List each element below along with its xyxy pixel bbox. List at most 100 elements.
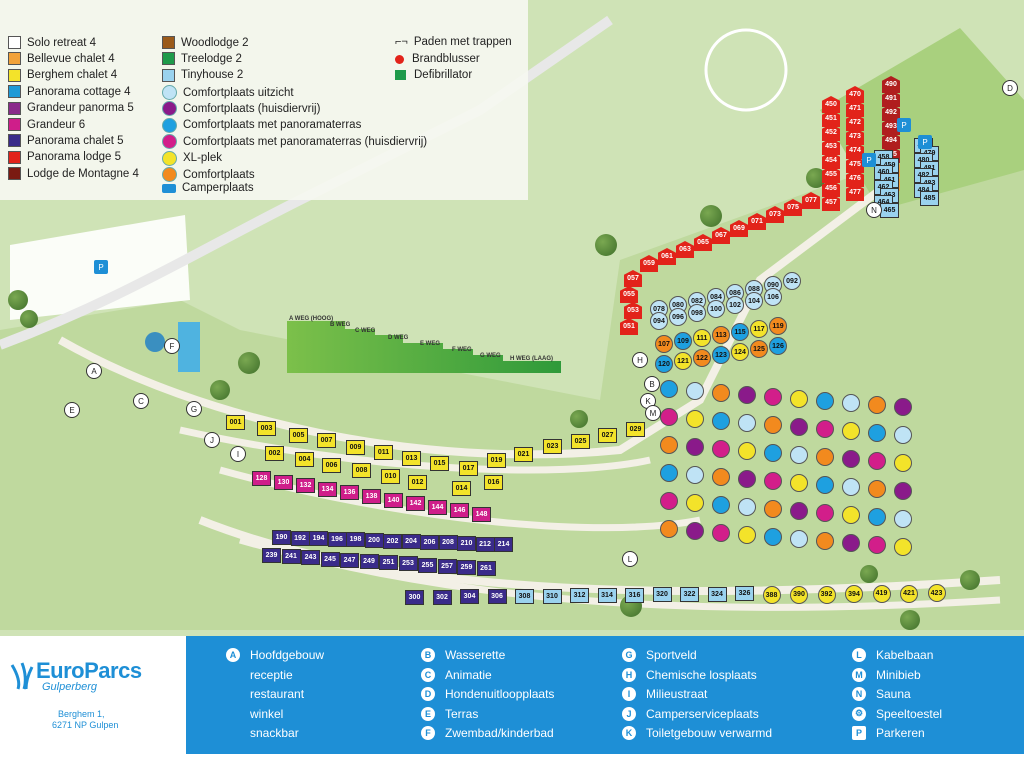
parking-marker[interactable]: P [94, 260, 108, 274]
plot[interactable]: 071 [748, 213, 766, 230]
facility-marker-m[interactable]: M [645, 405, 661, 421]
pitch[interactable] [764, 500, 782, 518]
pitch[interactable] [842, 394, 860, 412]
pitch[interactable] [764, 388, 782, 406]
plot[interactable]: 121 [674, 352, 692, 370]
plot[interactable]: 130 [274, 474, 293, 490]
plot[interactable]: 394 [845, 585, 863, 604]
plot[interactable]: 077 [802, 192, 820, 209]
plot[interactable]: 146 [450, 503, 469, 519]
plot[interactable]: 493 [882, 118, 900, 135]
pitch[interactable] [660, 464, 678, 482]
plot[interactable]: 491 [882, 90, 900, 107]
pitch[interactable] [842, 450, 860, 468]
facility-marker-j[interactable]: J [204, 432, 220, 448]
plot[interactable]: 004 [295, 452, 314, 467]
plot[interactable]: 241 [281, 549, 301, 565]
plot[interactable]: 100 [707, 300, 725, 318]
plot[interactable]: 390 [790, 585, 808, 604]
parking-marker[interactable]: P [862, 153, 876, 167]
pitch[interactable] [738, 386, 756, 404]
plot[interactable]: 138 [362, 489, 381, 504]
pitch[interactable] [842, 422, 860, 440]
plot[interactable]: 011 [374, 445, 393, 460]
plot[interactable]: 421 [900, 584, 918, 603]
plot[interactable]: 192 [290, 530, 310, 546]
plot[interactable]: 123 [712, 346, 730, 364]
plot[interactable]: 454 [822, 152, 840, 169]
plot[interactable]: 473 [846, 128, 864, 145]
plot[interactable]: 259 [457, 560, 476, 575]
plot[interactable]: 196 [327, 531, 347, 547]
plot[interactable]: 471 [846, 100, 864, 117]
pitch[interactable] [738, 526, 756, 544]
plot[interactable]: 304 [460, 589, 479, 605]
pitch[interactable] [816, 532, 834, 550]
facility-marker-a[interactable]: A [86, 363, 102, 379]
plot[interactable]: 212 [475, 536, 495, 552]
plot[interactable]: 122 [693, 349, 711, 367]
plot[interactable]: 324 [707, 586, 727, 602]
pitch[interactable] [816, 420, 834, 438]
pitch[interactable] [686, 382, 704, 400]
plot[interactable]: 144 [428, 499, 447, 515]
plot[interactable]: 125 [750, 340, 768, 358]
plot[interactable]: 053 [624, 302, 642, 319]
plot[interactable]: 096 [669, 308, 687, 326]
pitch[interactable] [764, 416, 782, 434]
facility-marker-f[interactable]: F [164, 338, 180, 354]
plot[interactable]: 059 [640, 255, 658, 272]
plot[interactable]: 455 [822, 166, 840, 183]
facility-marker-g[interactable]: G [186, 401, 202, 417]
plot[interactable]: 320 [652, 587, 672, 603]
plot[interactable]: 452 [822, 124, 840, 141]
plot[interactable]: 300 [405, 590, 424, 605]
plot[interactable]: 017 [459, 461, 478, 476]
pitch[interactable] [894, 482, 912, 500]
pitch[interactable] [660, 436, 678, 454]
plot[interactable]: 014 [452, 481, 471, 496]
pitch[interactable] [894, 454, 912, 472]
pitch[interactable] [868, 452, 886, 470]
plot[interactable]: 126 [769, 337, 787, 355]
plot[interactable]: 210 [457, 536, 476, 551]
pitch[interactable] [816, 448, 834, 466]
parking-marker[interactable]: P [918, 135, 932, 149]
plot[interactable]: 322 [680, 587, 699, 602]
plot[interactable]: 124 [731, 343, 749, 361]
pitch[interactable] [894, 510, 912, 528]
plot[interactable]: 302 [432, 589, 452, 605]
plot[interactable]: 005 [289, 428, 308, 443]
plot[interactable]: 106 [764, 288, 782, 306]
pitch[interactable] [868, 480, 886, 498]
plot[interactable]: 142 [406, 496, 425, 512]
pitch[interactable] [868, 424, 886, 442]
plot[interactable]: 111 [693, 329, 711, 347]
plot[interactable]: 470 [846, 86, 864, 103]
plot[interactable]: 092 [783, 272, 801, 290]
plot[interactable]: 148 [472, 507, 491, 522]
plot[interactable]: 134 [318, 481, 337, 497]
plot[interactable]: 261 [476, 561, 496, 577]
pitch[interactable] [816, 476, 834, 494]
plot[interactable]: 392 [817, 585, 836, 604]
pitch[interactable] [790, 390, 808, 408]
plot[interactable]: 475 [846, 156, 864, 173]
park-map[interactable]: Camperplaats ⌐¬Paden met trappen Brandbl… [0, 0, 1024, 636]
pitch[interactable] [790, 446, 808, 464]
pitch[interactable] [712, 524, 730, 542]
pitch[interactable] [894, 426, 912, 444]
plot[interactable]: 453 [822, 138, 840, 155]
pitch[interactable] [686, 494, 704, 512]
plot[interactable]: 007 [317, 433, 336, 448]
pitch[interactable] [868, 536, 886, 554]
pitch[interactable] [712, 468, 730, 486]
pitch[interactable] [868, 396, 886, 414]
pitch[interactable] [894, 398, 912, 416]
plot[interactable]: 055 [620, 286, 638, 303]
plot[interactable]: 419 [872, 584, 891, 603]
pitch[interactable] [712, 384, 730, 402]
plot[interactable]: 115 [731, 323, 749, 341]
pitch[interactable] [816, 392, 834, 410]
pitch[interactable] [764, 472, 782, 490]
